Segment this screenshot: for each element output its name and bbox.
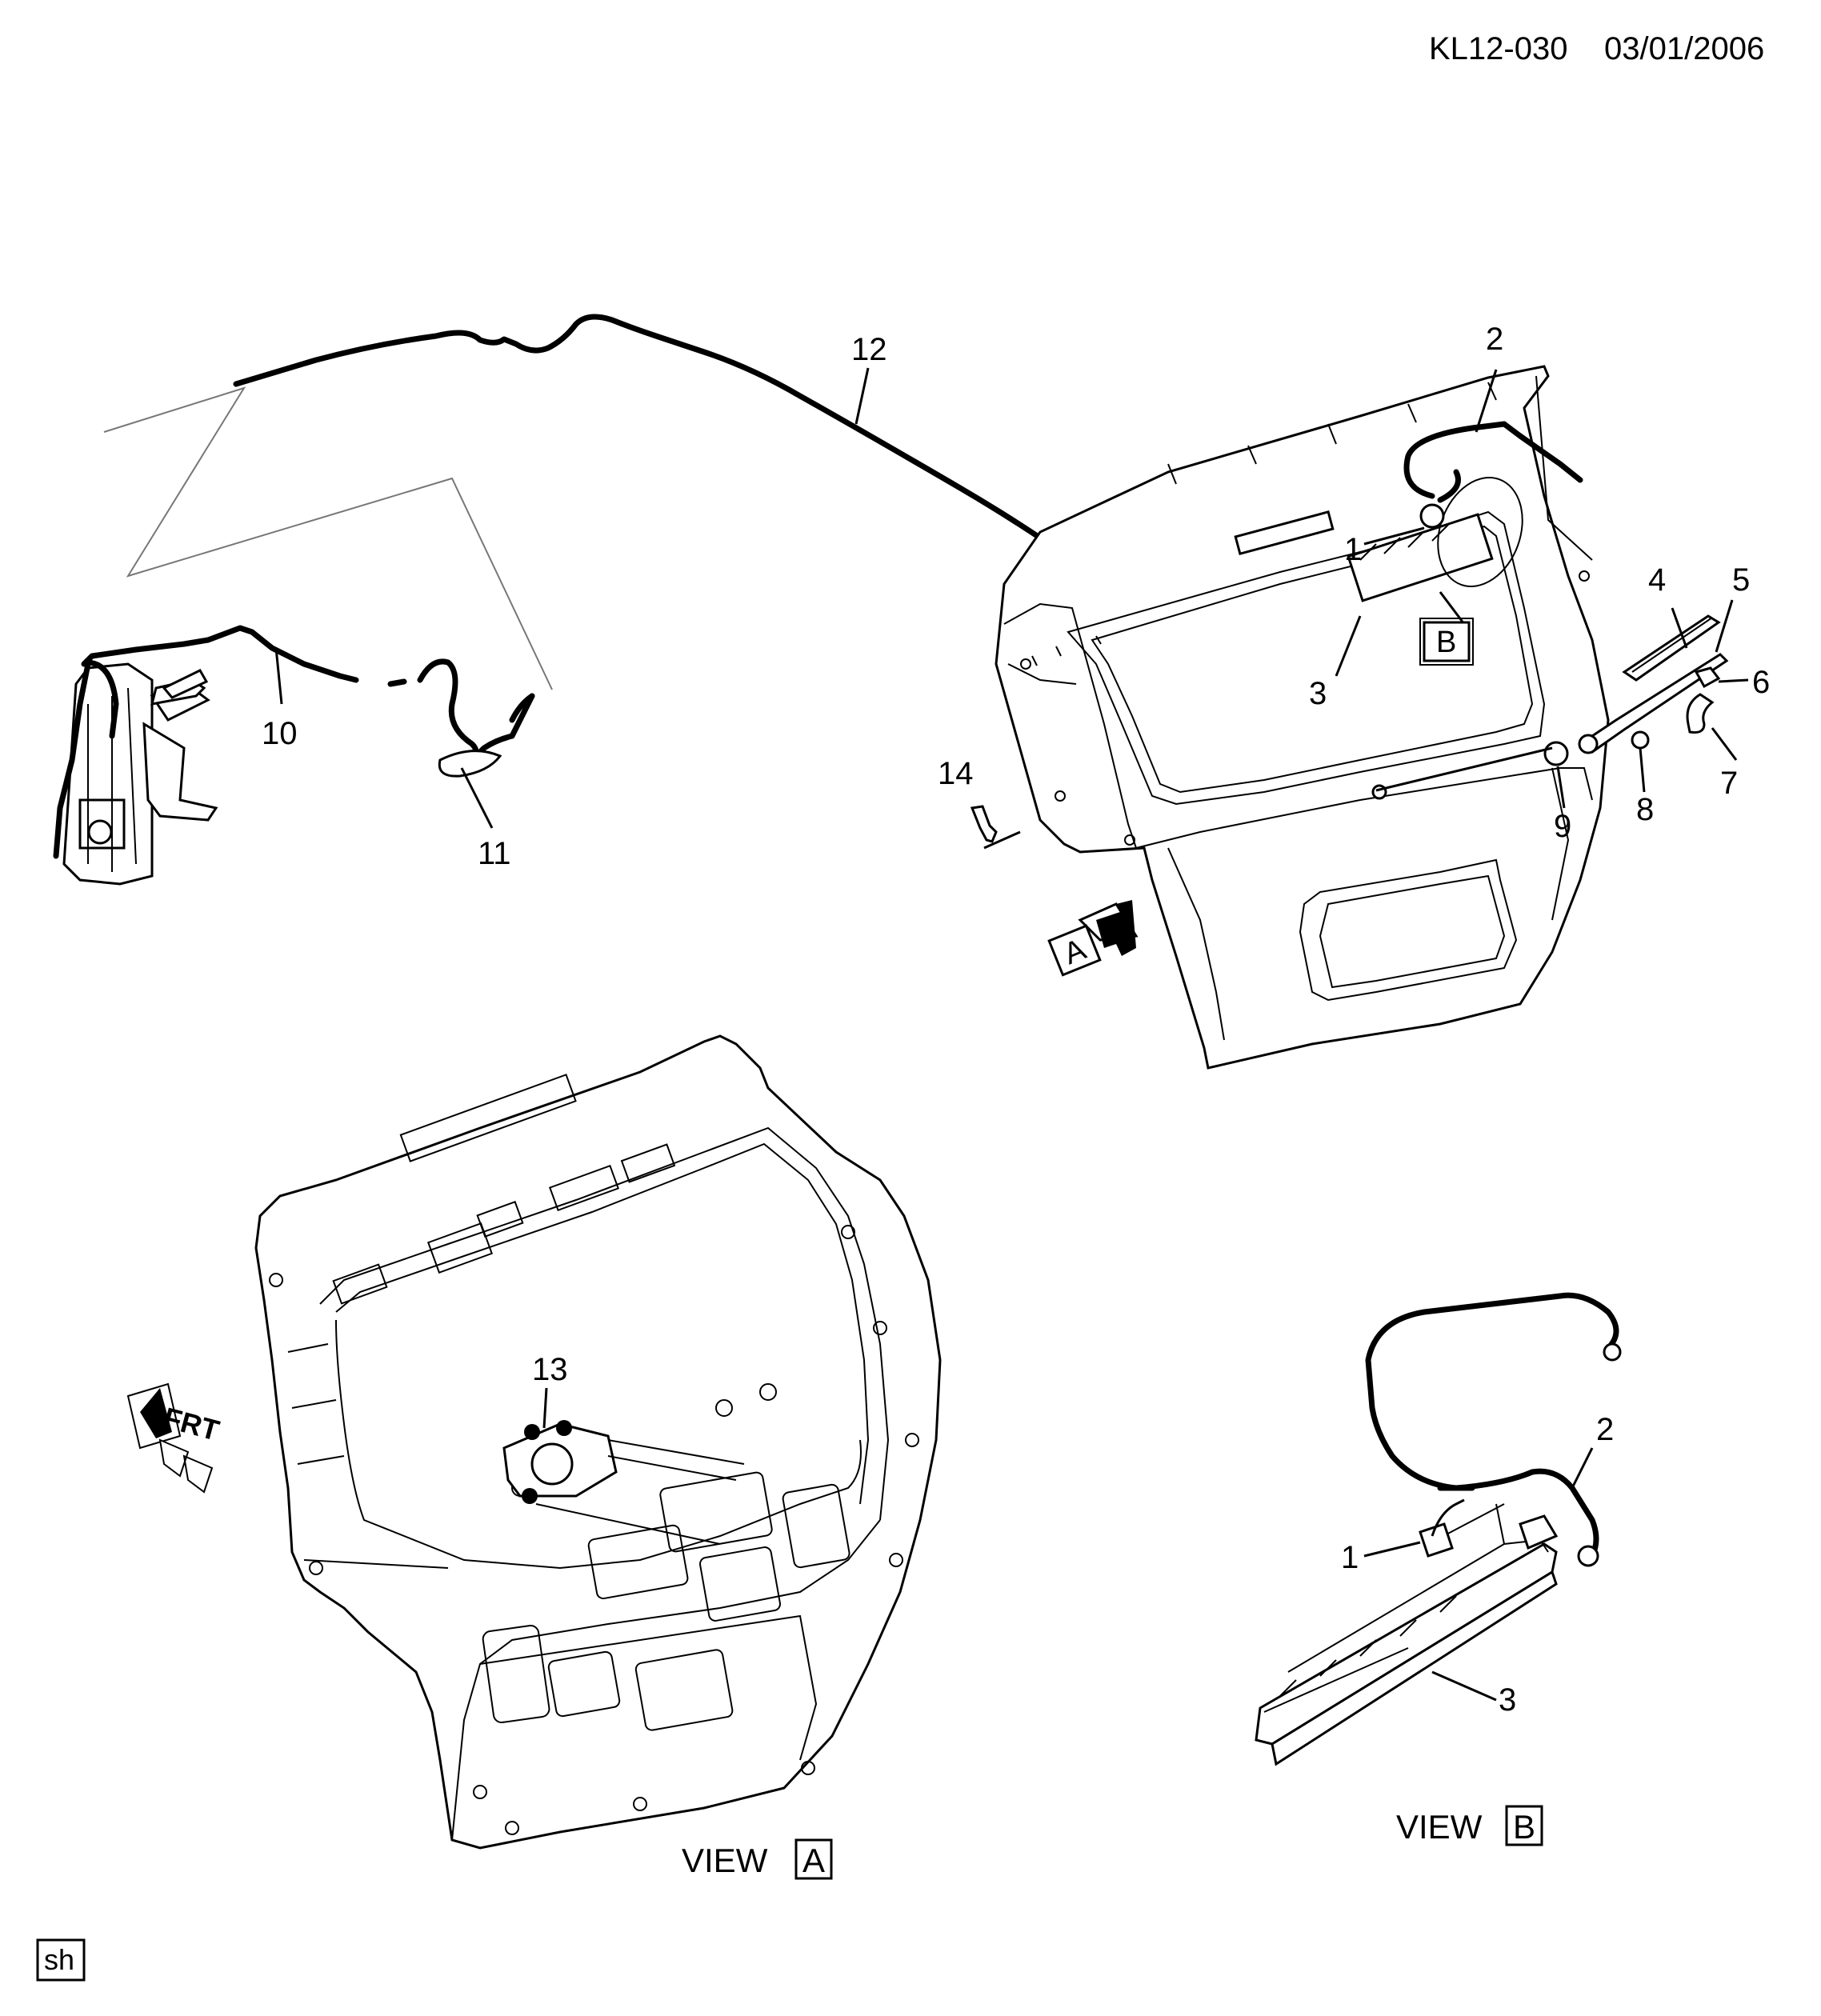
high-mount-stop-lamp [1347,513,1494,602]
callout-6: 6 [1752,665,1770,700]
view-b-letter: B [1513,1808,1535,1846]
view-b-box [1505,1805,1543,1846]
retainer-bolt [970,805,998,843]
front-direction-label: FRT [160,1401,222,1447]
view-b-washer-hose [1365,1292,1619,1559]
callout-14: 14 [938,756,974,791]
washer-nozzle [1419,503,1445,529]
washer-nozzle-hose [1403,421,1583,499]
hose-routing-guide [103,386,553,690]
callout-11: 11 [478,836,511,871]
corner-tag-box [36,1938,86,1982]
callout-8: 8 [1636,792,1654,827]
view-b-marker-box [1423,621,1471,662]
callout-1: 1 [1344,532,1362,567]
leader-13 [542,1387,548,1429]
hose-clip-11 [438,750,502,778]
callout-10: 10 [262,716,298,751]
callout-1-view-b: 1 [1341,1540,1359,1575]
washer-hose-10 [81,625,535,778]
washer-reservoir [53,661,218,886]
diagram-date: 03/01/2006 [1604,31,1764,66]
callout-13: 13 [532,1352,568,1387]
liftgate-exterior [995,365,1610,1070]
view-b-title: VIEW [1396,1808,1483,1846]
callout-2-view-b: 2 [1596,1412,1614,1447]
wiper-arm-nut [1631,730,1650,750]
view-a-title: VIEW [682,1842,768,1879]
callout-5: 5 [1732,562,1750,598]
callout-4: 4 [1648,562,1666,598]
view-b-wire-connector [1419,1498,1465,1558]
callout-7: 7 [1720,766,1738,801]
callout-9: 9 [1554,809,1571,844]
view-a-box [794,1838,833,1880]
callout-3: 3 [1309,676,1327,711]
wiper-blade [1622,614,1721,682]
wiper-arm [1578,653,1729,754]
view-a-marker: A [1047,900,1139,977]
callout-2: 2 [1486,322,1503,357]
view-a-letter: A [802,1842,825,1879]
view-b-marker: B [1436,626,1456,659]
wiper-motor [502,1420,745,1545]
wiper-arm-cap [1694,666,1721,689]
wiper-pivot-cover [1686,693,1715,734]
callout-12: 12 [851,332,887,367]
leader-lines-view-b [1363,1447,1594,1702]
corner-tag: sh [44,1943,74,1976]
view-b-stop-lamp [1255,1503,1559,1766]
diagram-code: KL12-030 [1429,31,1567,66]
callout-3-view-b: 3 [1499,1682,1516,1718]
wiper-bushing [1543,741,1569,766]
front-direction-arrow: FRT [126,1382,222,1494]
